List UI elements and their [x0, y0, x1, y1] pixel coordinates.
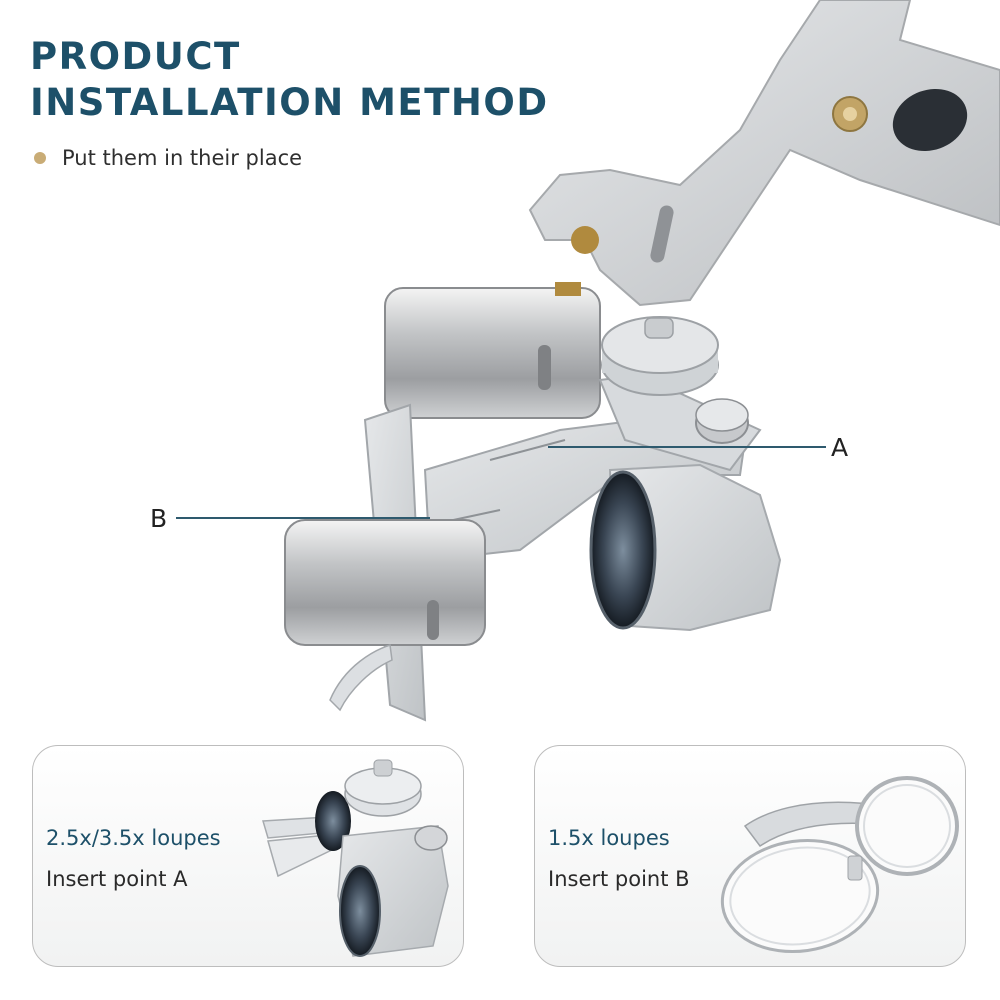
card-title: 1.5x loupes	[548, 826, 670, 850]
card-subtitle: Insert point B	[548, 867, 690, 891]
page-title-line-2: INSTALLATION METHOD	[30, 81, 549, 124]
instruction-text: Put them in their place	[62, 146, 303, 170]
callout-b-label: B	[150, 504, 168, 533]
card-1-5x-loupes: 1.5x loupes Insert point B	[534, 745, 966, 967]
lens-clip-frame-icon	[720, 776, 959, 954]
binocular-loupe-icon	[262, 759, 449, 957]
page-title-line-1: PRODUCT	[30, 35, 241, 78]
card-title: 2.5x/3.5x loupes	[46, 826, 221, 850]
bullet-dot-icon	[34, 152, 46, 164]
card-subtitle: Insert point A	[46, 867, 188, 891]
card-2-5x-3-5x-loupes: 2.5x/3.5x loupes Insert point A	[32, 745, 464, 967]
instruction-bullet: Put them in their place	[34, 146, 302, 170]
page-title: PRODUCT INSTALLATION METHOD	[30, 34, 549, 126]
loupe-assembly-illustration	[176, 0, 1000, 722]
callout-a-label: A	[831, 433, 849, 462]
